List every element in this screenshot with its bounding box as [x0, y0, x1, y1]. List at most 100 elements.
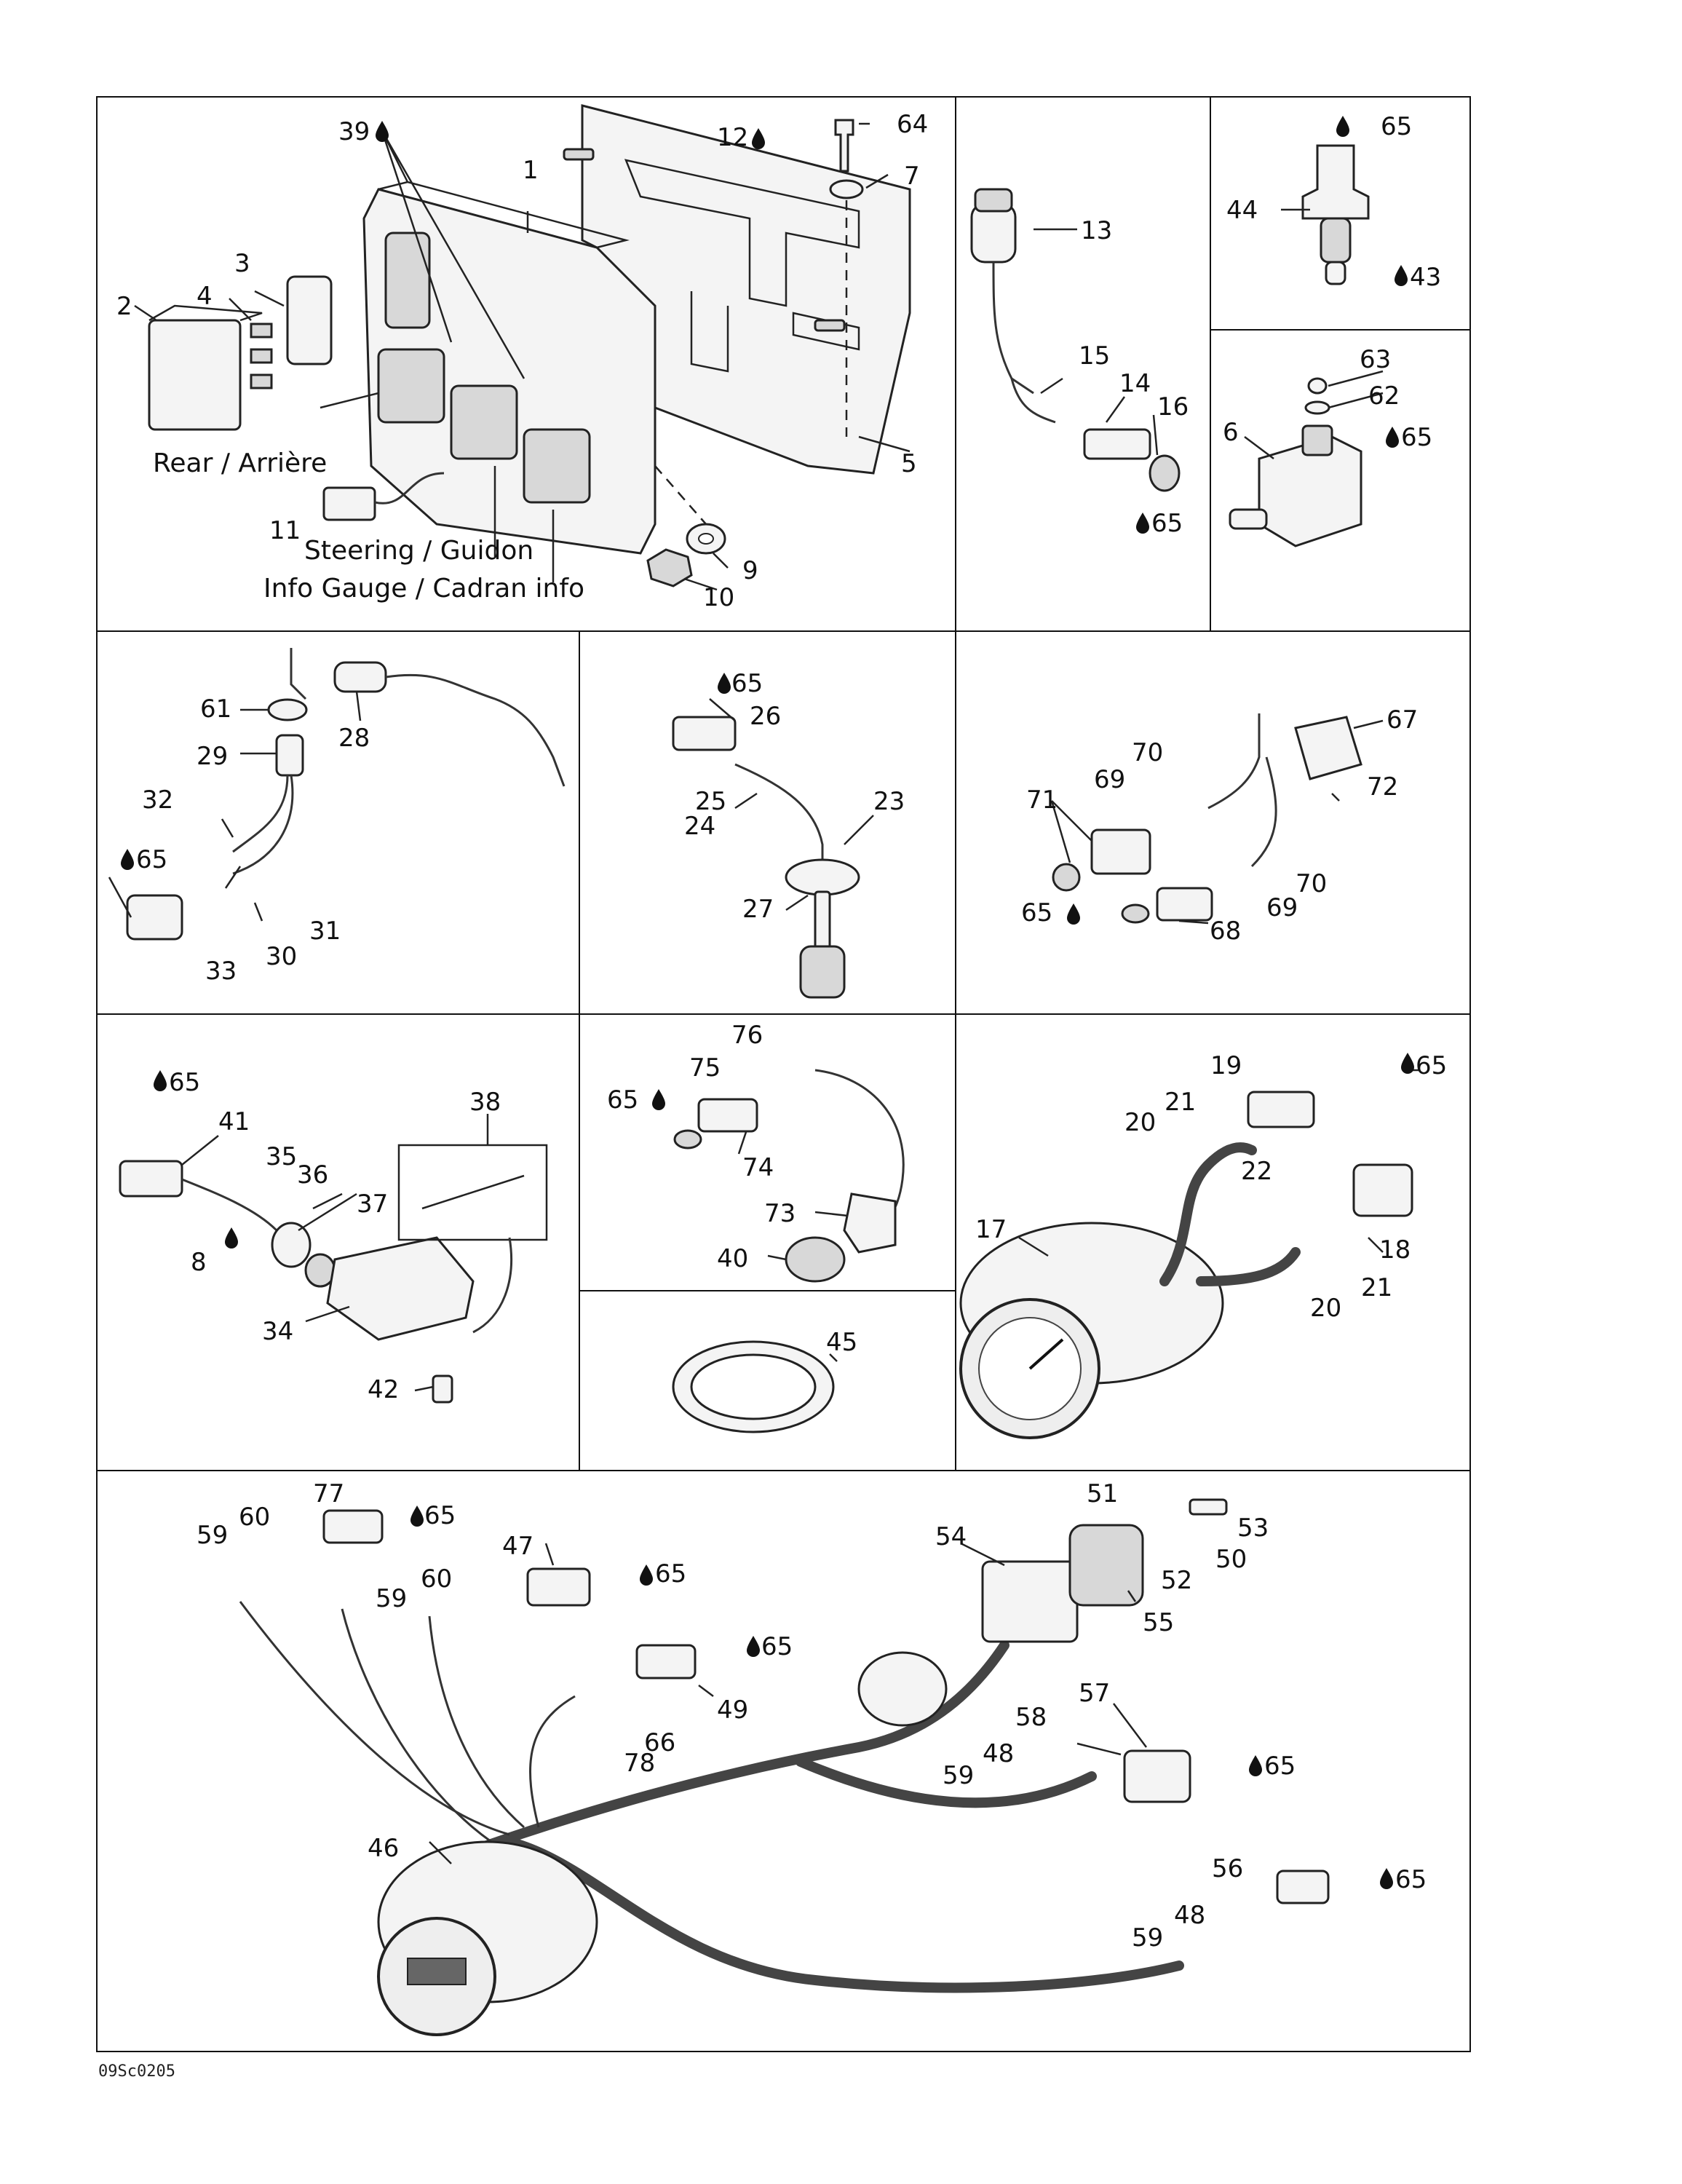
callout-62: 62 [1368, 381, 1400, 411]
connector-57 [1123, 1749, 1191, 1803]
callout-64: 64 [897, 110, 928, 139]
callout-51: 51 [1087, 1479, 1118, 1508]
callout-76: 76 [731, 1021, 763, 1050]
callout-14: 14 [1119, 369, 1151, 398]
callout-21a: 21 [1165, 1088, 1196, 1117]
callout-10: 10 [703, 583, 734, 612]
callout-58: 58 [1015, 1703, 1047, 1732]
panel-module-67 [1050, 713, 1384, 925]
ecm-top-connector [384, 232, 431, 329]
callout-55: 55 [1143, 1608, 1174, 1637]
callout-32: 32 [142, 786, 173, 815]
callout-68: 68 [1210, 917, 1241, 946]
callout-65c: 65 [1401, 423, 1432, 452]
callout-44: 44 [1226, 196, 1258, 225]
steering-connector-socket [450, 384, 518, 460]
callout-26: 26 [750, 702, 781, 731]
callout-2: 2 [116, 292, 132, 321]
mounting-bracket [581, 104, 911, 475]
fuse-a [250, 323, 273, 339]
callout-65b: 65 [1381, 112, 1412, 141]
grommet-55 [1068, 1524, 1144, 1607]
callout-48a: 48 [983, 1739, 1014, 1768]
callout-65d: 65 [136, 845, 167, 874]
callout-71: 71 [1026, 786, 1058, 815]
rear-caption: Rear / Arrière [153, 448, 327, 478]
callout-54: 54 [935, 1522, 967, 1551]
callout-36: 36 [297, 1160, 328, 1190]
callout-37: 37 [357, 1190, 388, 1219]
callout-18: 18 [1379, 1235, 1411, 1265]
panel-fuel-level-sensor [672, 673, 874, 999]
switch-connector [126, 894, 183, 941]
callout-46: 46 [368, 1834, 399, 1863]
panel-gauge-17 [959, 1053, 1419, 1439]
switch-body-34 [326, 1236, 475, 1341]
callout-40: 40 [717, 1244, 748, 1273]
callout-12: 12 [717, 123, 748, 152]
callout-22: 22 [1241, 1157, 1272, 1186]
callout-57: 57 [1079, 1679, 1110, 1708]
callout-59b: 59 [376, 1584, 407, 1613]
callout-65j: 65 [424, 1501, 456, 1530]
panel-ring-45 [672, 1340, 838, 1433]
bezel-37 [271, 1222, 312, 1268]
callout-29: 29 [197, 742, 228, 771]
callout-15: 15 [1079, 341, 1110, 371]
callout-35: 35 [266, 1142, 297, 1171]
callout-34: 34 [262, 1317, 293, 1346]
callout-67: 67 [1387, 705, 1418, 735]
panel-grid [96, 96, 1471, 2052]
callout-30: 30 [266, 942, 297, 971]
callout-1: 1 [523, 156, 539, 185]
callout-61: 61 [200, 695, 231, 724]
callout-50: 50 [1215, 1545, 1247, 1574]
connector-77 [322, 1509, 384, 1544]
panel-sensor-44 [1281, 116, 1408, 286]
callout-39: 39 [338, 117, 370, 146]
callout-43: 43 [1410, 263, 1441, 292]
callout-73: 73 [764, 1199, 796, 1228]
float-housing [785, 858, 860, 896]
callout-25: 25 [695, 787, 726, 816]
connector-68 [1156, 887, 1213, 922]
screw-42 [432, 1374, 453, 1404]
callout-72: 72 [1367, 772, 1398, 802]
panel-safety-lanyard [108, 648, 566, 941]
callout-65a: 65 [1151, 509, 1183, 538]
rear-connector-socket [377, 348, 445, 424]
sensor-13-body [970, 202, 1017, 264]
callout-53: 53 [1237, 1514, 1269, 1543]
callout-27: 27 [742, 895, 774, 924]
reference-code: 09Sc0205 [98, 2062, 175, 2081]
callout-75: 75 [689, 1053, 721, 1083]
switch-body [275, 734, 304, 777]
callout-69a: 69 [1094, 765, 1125, 794]
callout-65h: 65 [607, 1085, 638, 1115]
connector-74 [697, 1098, 758, 1133]
callout-65f: 65 [1021, 898, 1052, 927]
callout-63: 63 [1360, 345, 1391, 374]
sensor-13-seal [1149, 454, 1181, 492]
fuse-b [250, 348, 273, 364]
panel-solenoid-6 [1229, 370, 1399, 547]
connector-54 [981, 1560, 1079, 1643]
connector-49 [635, 1644, 697, 1679]
callout-65i: 65 [1416, 1051, 1447, 1080]
callout-4: 4 [197, 282, 213, 311]
callout-74: 74 [742, 1153, 774, 1182]
callout-5: 5 [901, 449, 917, 478]
callout-23: 23 [873, 787, 905, 816]
callout-59a: 59 [197, 1521, 228, 1550]
relay-block [148, 319, 242, 431]
sensor-26-connector [672, 716, 737, 751]
o-ring [267, 698, 308, 721]
callout-3: 3 [234, 249, 250, 278]
sensor-73-body [843, 1192, 897, 1254]
connector-18 [1352, 1163, 1413, 1217]
callout-8: 8 [191, 1248, 207, 1277]
callout-60a: 60 [239, 1503, 270, 1532]
callout-49: 49 [717, 1696, 748, 1725]
panel-sensor-13 [970, 188, 1181, 534]
